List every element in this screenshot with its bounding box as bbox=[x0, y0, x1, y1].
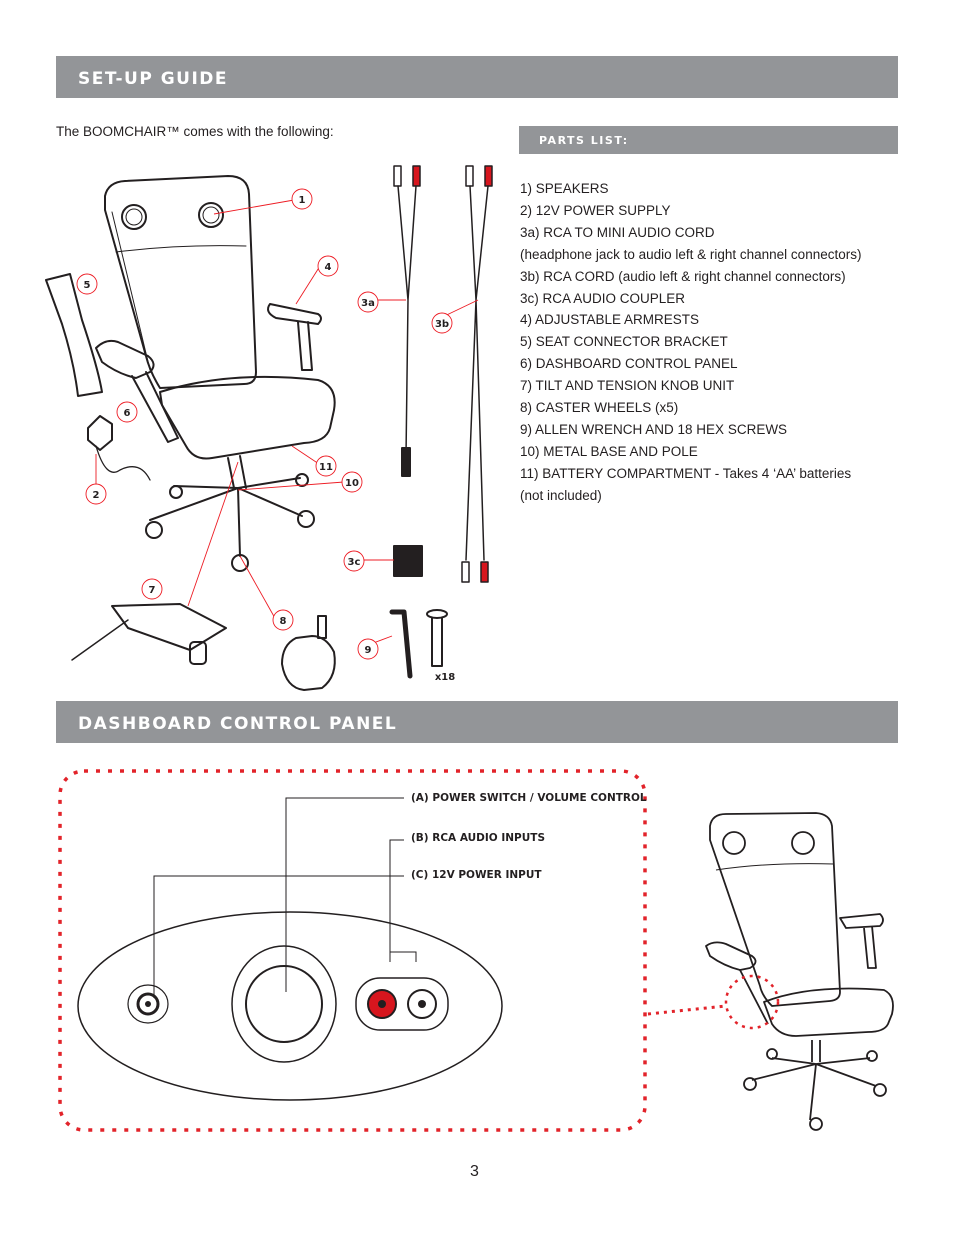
callout-8: 8 bbox=[280, 616, 287, 627]
list-item: 2) 12V POWER SUPPLY bbox=[520, 202, 671, 218]
callout-10: 10 bbox=[345, 478, 359, 489]
list-item: 3c) RCA AUDIO COUPLER bbox=[520, 290, 686, 306]
intro-text: The BOOMCHAIR™ comes with the following: bbox=[56, 124, 334, 139]
power-input-jack-icon bbox=[136, 992, 160, 1016]
section-header-dashboard: DASHBOARD CONTROL PANEL bbox=[56, 701, 898, 743]
hex-screw-icon bbox=[426, 609, 448, 619]
list-item: 9) ALLEN WRENCH AND 18 HEX SCREWS bbox=[520, 421, 788, 437]
callout-1: 1 bbox=[299, 195, 306, 206]
control-panel-outline bbox=[77, 911, 503, 1101]
callout-7: 7 bbox=[149, 585, 156, 596]
callout-5: 5 bbox=[84, 280, 91, 291]
seat-connector-bracket bbox=[45, 273, 103, 397]
list-item: 5) SEAT CONNECTOR BRACKET bbox=[520, 334, 728, 350]
panel-location-marker bbox=[724, 974, 780, 1030]
speaker-left-icon bbox=[121, 204, 147, 230]
parts-list: 1) SPEAKERS 2) 12V POWER SUPPLY 3a) RCA … bbox=[520, 178, 890, 507]
chair-back bbox=[104, 175, 257, 389]
parts-list-header: PARTS LIST: bbox=[519, 126, 898, 154]
callout-6: 6 bbox=[124, 408, 131, 419]
speaker-right-icon bbox=[198, 202, 224, 228]
parts-illustration: 1 4 5 6 2 11 10 7 8 3a 3b 3c 9 x18 bbox=[45, 165, 493, 691]
dashboard-detail-border bbox=[58, 769, 647, 1132]
chair-base bbox=[149, 477, 303, 557]
volume-knob-icon bbox=[245, 965, 323, 1043]
list-item: (headphone jack to audio left & right ch… bbox=[520, 246, 862, 262]
list-item: 3a) RCA TO MINI AUDIO CORD bbox=[520, 224, 715, 240]
callout-3c: 3c bbox=[348, 557, 361, 568]
tilt-knob-unit bbox=[111, 603, 227, 651]
section-header-setup-guide: SET-UP GUIDE bbox=[56, 56, 898, 98]
list-item: 6) DASHBOARD CONTROL PANEL bbox=[520, 356, 738, 372]
allen-wrench-icon bbox=[389, 609, 413, 679]
list-item: 3b) RCA CORD (audio left & right channel… bbox=[520, 268, 846, 284]
callout-3a: 3a bbox=[361, 298, 375, 309]
armrest-right bbox=[267, 303, 322, 325]
rca-input-red-icon bbox=[367, 989, 397, 1019]
list-item: 10) METAL BASE AND POLE bbox=[520, 443, 698, 459]
list-item: 4) ADJUSTABLE ARMRESTS bbox=[520, 312, 700, 328]
callout-2: 2 bbox=[93, 490, 100, 501]
callout-11: 11 bbox=[319, 462, 333, 473]
page-number: 3 bbox=[470, 1163, 479, 1180]
rca-cord bbox=[465, 185, 489, 561]
list-item: 8) CASTER WHEELS (x5) bbox=[520, 400, 679, 416]
list-item: 7) TILT AND TENSION KNOB UNIT bbox=[520, 378, 735, 394]
callout-9: 9 bbox=[365, 645, 372, 656]
rca-coupler-icon bbox=[393, 545, 423, 577]
rca-mini-cord bbox=[397, 185, 417, 457]
label-rca-inputs: (B) RCA AUDIO INPUTS bbox=[411, 832, 546, 844]
list-item: (not included) bbox=[520, 487, 602, 503]
power-supply-icon bbox=[87, 415, 113, 451]
list-item: 1) SPEAKERS bbox=[520, 181, 609, 196]
rca-input-white-icon bbox=[407, 989, 437, 1019]
label-power-switch: (A) POWER SWITCH / VOLUME CONTROL bbox=[411, 792, 647, 804]
label-power-input: (C) 12V POWER INPUT bbox=[411, 869, 542, 881]
chair-seat bbox=[159, 375, 336, 460]
small-chair bbox=[709, 812, 841, 1007]
armrest-left bbox=[95, 339, 155, 379]
callout-3b: 3b bbox=[435, 319, 449, 330]
caster-wheel bbox=[281, 635, 336, 691]
screw-quantity: x18 bbox=[435, 672, 455, 683]
list-item: 11) BATTERY COMPARTMENT - Takes 4 ‘AA’ b… bbox=[520, 465, 852, 481]
callout-4: 4 bbox=[325, 262, 332, 273]
